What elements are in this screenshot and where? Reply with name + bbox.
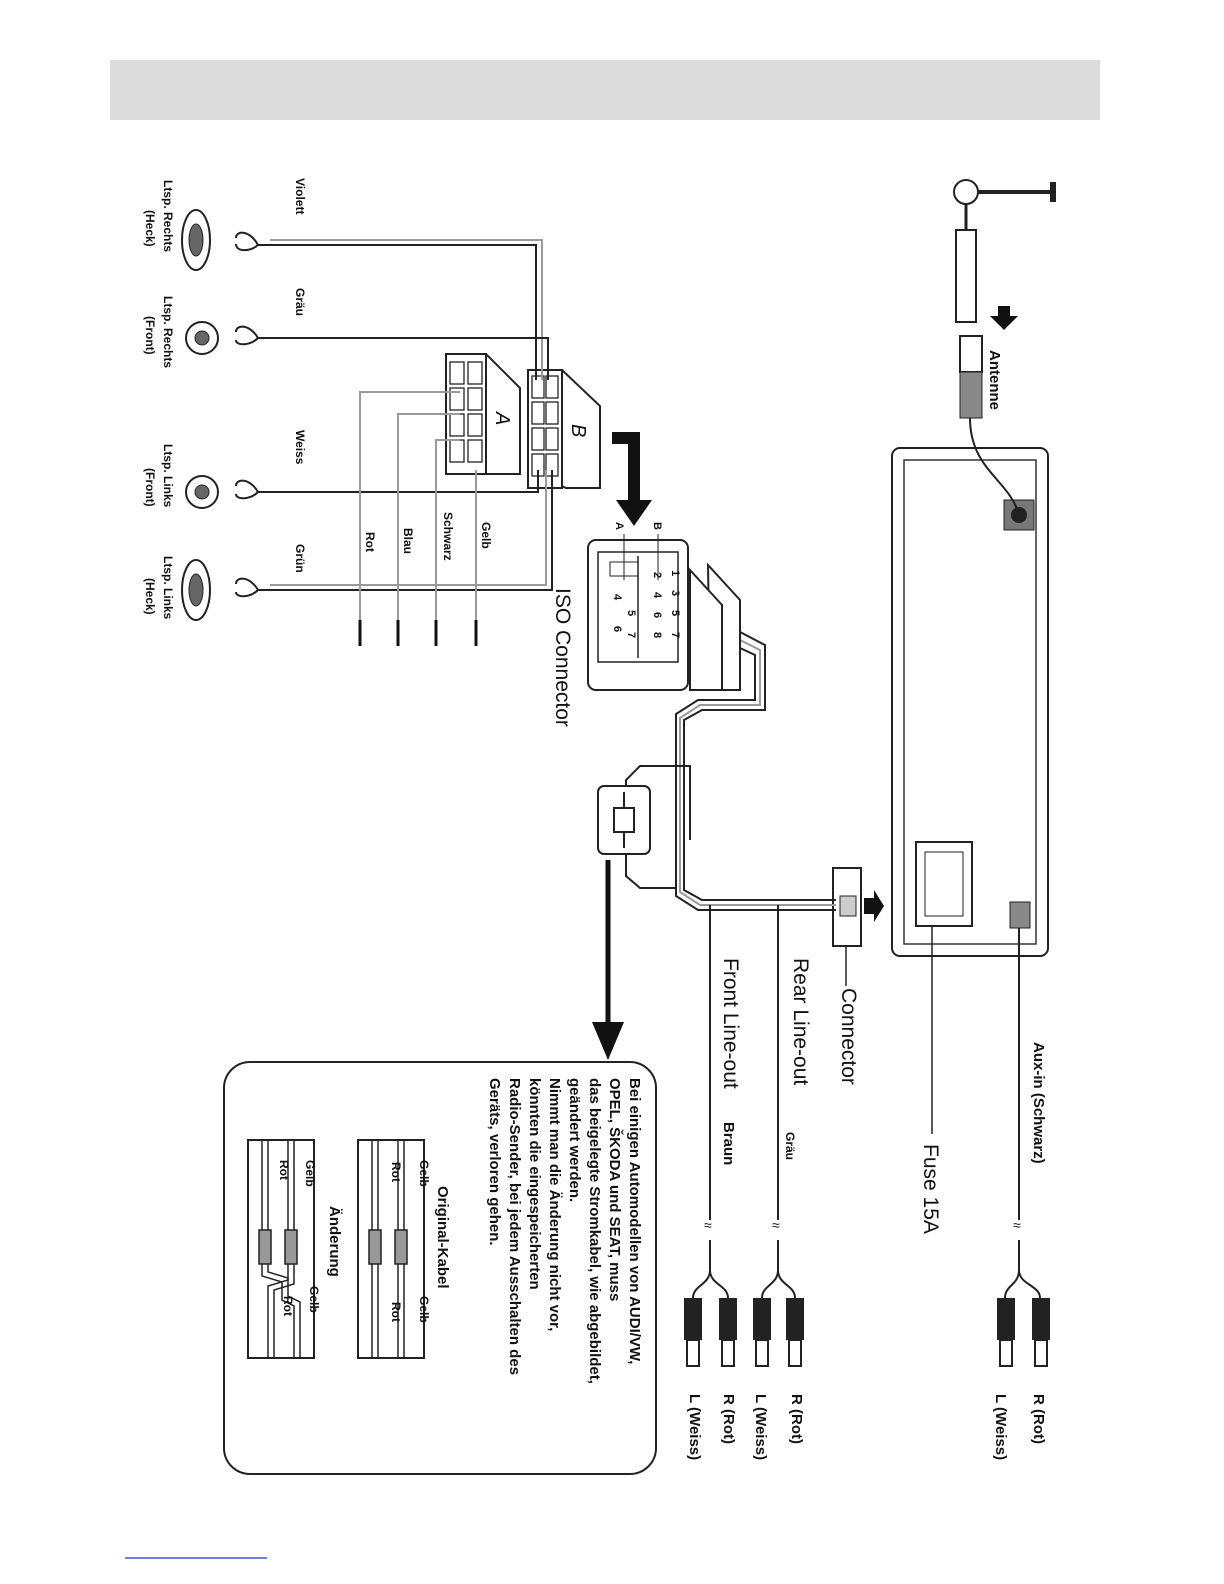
chg-rot-right: Rot	[281, 1296, 295, 1316]
iso-b-label: B	[651, 522, 663, 530]
note-line-7: Geräts, verloren gehen.	[486, 1078, 503, 1246]
speaker-color-3: Grün	[293, 544, 307, 573]
antenna-arrow	[990, 306, 1018, 330]
inline-adapter	[597, 785, 651, 855]
power-wire-label-1: Schwarz	[441, 512, 455, 561]
speaker-color-1: Gräu	[293, 288, 307, 316]
iso-connector: A B 1 3 5 7 2 4 6 8 4 5 6 7 ISO Connecto…	[551, 522, 741, 727]
iso-low-6: 6	[611, 626, 623, 632]
connector-label: Connector	[837, 988, 860, 1085]
iso-num-1: 1	[669, 570, 681, 576]
fuse: Fuse 15A	[919, 926, 942, 1234]
original-kabel-title: Original-Kabel	[434, 1186, 451, 1289]
power-wire-label-2: Blau	[401, 528, 415, 554]
speaker-color-0: Violett	[293, 178, 307, 214]
iso-a-label: A	[613, 522, 625, 530]
front-line-out-label: Front Line-out	[719, 958, 742, 1089]
note-line-3: geändert werden.	[566, 1078, 583, 1202]
footer-line	[125, 1557, 267, 1559]
aenderung-title: Änderung	[326, 1206, 343, 1277]
note-line-2: das beigelegte Stromkabel, wie abgebilde…	[586, 1078, 603, 1384]
note-line-5: könnten die eingespeicherten	[526, 1078, 543, 1290]
antenna-plug: Antenne	[953, 179, 1056, 516]
speaker-front-right: Gräu Ltsp. Rechts (Front)	[143, 288, 307, 368]
svg-text:≈: ≈	[772, 1217, 780, 1233]
speaker-rear-right: Violett Ltsp. Rechts (Heck)	[143, 178, 307, 271]
rear-line-out-label: Rear Line-out	[789, 958, 812, 1085]
fuse-label: Fuse 15A	[919, 1144, 942, 1234]
aux-in-cable: ≈ Aux-in (Schwarz) R (Rot) L (Weiss)	[992, 928, 1050, 1460]
iso-low-7: 7	[625, 632, 637, 638]
speaker-name-2: Ltsp. Links	[161, 444, 175, 508]
iso-num-6: 6	[651, 612, 663, 618]
orig-rot-left: Rot	[389, 1162, 403, 1182]
power-wires: Gelb Schwarz Blau Rot	[358, 391, 493, 646]
iso-arrow	[612, 432, 652, 526]
iso-num-3: 3	[669, 590, 681, 596]
iso-low-4: 4	[611, 594, 623, 601]
iso-num-2: 2	[651, 572, 663, 578]
aux-r-label: R (Rot)	[1030, 1394, 1047, 1444]
antenne-label: Antenne	[986, 350, 1003, 410]
block-a-label: A	[491, 411, 513, 425]
speaker-pos-2: (Front)	[143, 468, 157, 507]
braun-label: Braun	[720, 1122, 737, 1165]
block-a: A	[445, 353, 521, 475]
speaker-pos-0: (Heck)	[143, 210, 157, 247]
orig-gelb-right: Gelb	[417, 1296, 431, 1323]
iso-num-8: 8	[651, 632, 663, 638]
block-b: B	[527, 369, 601, 489]
note-line-1: OPEL, ŠKODA und SEAT, muss	[606, 1078, 624, 1301]
speaker-wires	[270, 239, 553, 591]
line-out-cables: ≈ ≈ Rear Line-out Gräu Front Line-out Br…	[684, 905, 812, 1460]
rear-l-label: L (Weiss)	[752, 1394, 769, 1460]
block-b-label: B	[567, 424, 589, 437]
aux-l-label: L (Weiss)	[992, 1394, 1009, 1460]
rear-r-label: R (Rot)	[788, 1394, 805, 1444]
front-l-label: L (Weiss)	[686, 1394, 703, 1460]
speaker-name-3: Ltsp. Links	[161, 556, 175, 620]
chg-rot-left: Rot	[277, 1160, 291, 1180]
iso-low-5: 5	[625, 610, 637, 616]
aux-in-label: Aux-in (Schwarz)	[1030, 1042, 1047, 1164]
power-wire-label-0: Gelb	[479, 522, 493, 549]
chg-gelb-right: Gelb	[307, 1286, 321, 1313]
note-arrow	[592, 860, 624, 1060]
note-box: Bei einigen Automodellen von AUDI/VW, OP…	[223, 1061, 657, 1475]
orig-gelb-left: Gelb	[417, 1160, 431, 1187]
power-wire-label-3: Rot	[363, 532, 377, 552]
speaker-pos-3: (Heck)	[143, 578, 157, 615]
speaker-name-1: Ltsp. Rechts	[161, 296, 175, 368]
front-r-label: R (Rot)	[720, 1394, 737, 1444]
svg-text:≈: ≈	[704, 1217, 712, 1233]
iso-connector-label: ISO Connector	[551, 588, 574, 727]
speaker-rear-left: Grün Ltsp. Links (Heck)	[143, 544, 307, 621]
speaker-pos-1: (Front)	[143, 316, 157, 355]
header-bar	[110, 60, 1100, 120]
iso-num-4: 4	[651, 592, 663, 599]
svg-text:≈: ≈	[1013, 1217, 1021, 1233]
speaker-front-left: Weiss Ltsp. Links (Front)	[143, 430, 307, 509]
speaker-name-0: Ltsp. Rechts	[161, 180, 175, 252]
orig-rot-right: Rot	[389, 1302, 403, 1322]
chg-gelb-left: Gelb	[303, 1160, 317, 1187]
note-line-6: Radio-Sender, bei jedem Ausschalten des	[506, 1078, 523, 1375]
main-connector: Connector	[832, 867, 884, 1085]
note-line-0: Bei einigen Automodellen von AUDI/VW,	[626, 1078, 643, 1364]
graeu-cable-label: Gräu	[783, 1132, 797, 1160]
iso-num-5: 5	[669, 610, 681, 616]
note-line-4: Nimmt man die Änderung nicht vor,	[546, 1078, 563, 1331]
radio-unit	[891, 447, 1049, 957]
iso-num-7: 7	[669, 632, 681, 638]
harness-bundle	[625, 631, 836, 911]
speaker-color-2: Weiss	[293, 430, 307, 465]
